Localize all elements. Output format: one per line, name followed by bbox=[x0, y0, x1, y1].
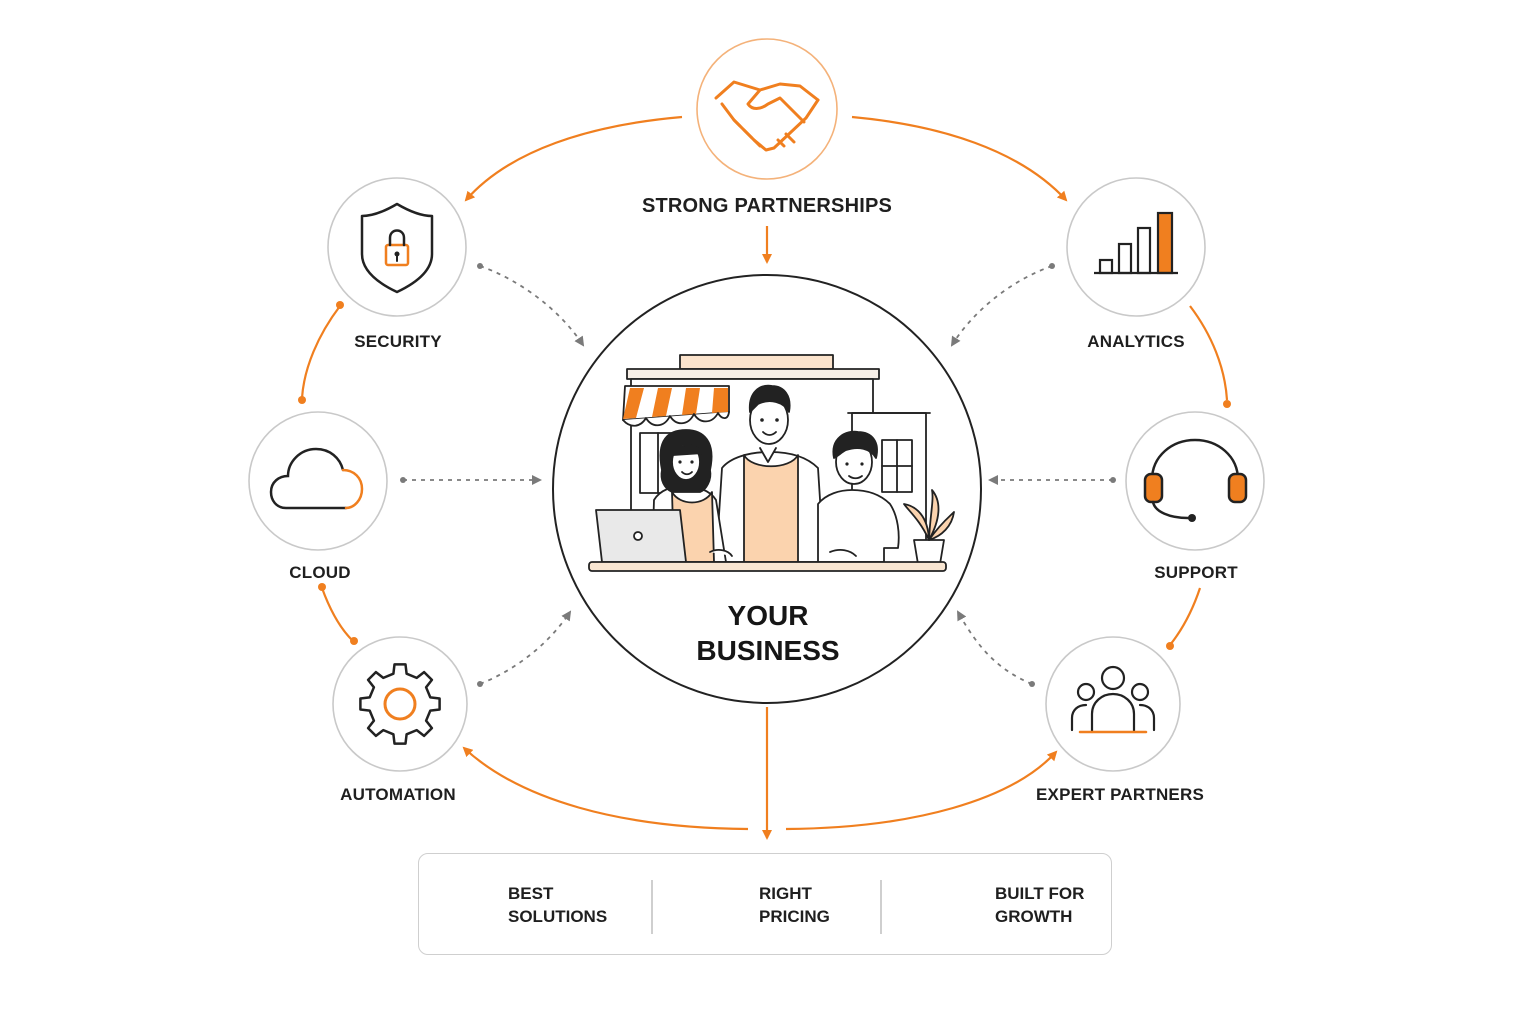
arrow-partnerships-to-security bbox=[464, 115, 683, 202]
node-label-experts: EXPERT PARTNERS bbox=[1036, 785, 1204, 804]
node-circle-cloud bbox=[248, 411, 388, 551]
node-label-partnerships: STRONG PARTNERSHIPS bbox=[641, 195, 893, 217]
benefit-divider bbox=[880, 880, 882, 934]
arrow-security-to-cloud bbox=[300, 305, 341, 399]
arrow-cloud-to-automation bbox=[320, 587, 353, 641]
headset-icon bbox=[1143, 438, 1248, 522]
benefit-line: BEST bbox=[508, 884, 554, 903]
bar-chart-icon bbox=[1094, 211, 1178, 275]
flow-dots bbox=[298, 301, 1231, 650]
node-label-support: SUPPORT bbox=[1154, 563, 1238, 582]
arrow-bottom-to-experts bbox=[785, 750, 1058, 831]
node-label-security: SECURITY bbox=[354, 332, 442, 351]
benefit-divider bbox=[651, 880, 653, 934]
node-label-cloud: CLOUD bbox=[289, 563, 351, 582]
shield-lock-icon bbox=[360, 202, 434, 294]
benefit-line: SOLUTIONS bbox=[508, 907, 608, 926]
benefit-line: GROWTH bbox=[995, 907, 1073, 926]
gear-icon bbox=[359, 663, 441, 745]
benefits-panel: BEST SOLUTIONS RIGHT PRICING BUILT FOR G… bbox=[418, 853, 1112, 955]
benefit-line: RIGHT bbox=[759, 884, 812, 903]
node-circle-automation bbox=[332, 636, 468, 772]
node-circle-experts bbox=[1045, 636, 1181, 772]
benefit-right-pricing: RIGHT PRICING bbox=[759, 882, 830, 928]
center-title: YOUR BUSINESS bbox=[696, 598, 839, 668]
shop-illustration bbox=[588, 354, 955, 572]
node-circle-partnerships bbox=[696, 38, 838, 180]
arrow-partnerships-to-analytics bbox=[851, 115, 1068, 202]
outer-flow-arrows bbox=[300, 115, 1229, 840]
center-title-line2: BUSINESS bbox=[696, 635, 840, 666]
arrow-bottom-to-automation bbox=[462, 746, 749, 831]
node-circle-support bbox=[1125, 411, 1265, 551]
node-label-automation: AUTOMATION bbox=[340, 785, 456, 804]
benefit-line: PRICING bbox=[759, 907, 830, 926]
node-circle-analytics bbox=[1066, 177, 1206, 317]
dashed-connectors bbox=[403, 265, 1113, 685]
benefit-built-for-growth: BUILT FOR GROWTH bbox=[995, 882, 1084, 928]
benefit-best-solutions: BEST SOLUTIONS bbox=[508, 882, 607, 928]
team-icon bbox=[1070, 665, 1156, 734]
node-circle-security bbox=[327, 177, 467, 317]
center-title-line1: YOUR bbox=[727, 600, 809, 631]
benefit-line: BUILT FOR bbox=[995, 884, 1085, 903]
node-label-analytics: ANALYTICS bbox=[1087, 332, 1185, 351]
cloud-icon bbox=[269, 447, 364, 510]
arrow-analytics-to-support bbox=[1189, 305, 1229, 401]
arrow-support-to-experts bbox=[1169, 587, 1202, 646]
handshake-icon bbox=[714, 80, 820, 152]
